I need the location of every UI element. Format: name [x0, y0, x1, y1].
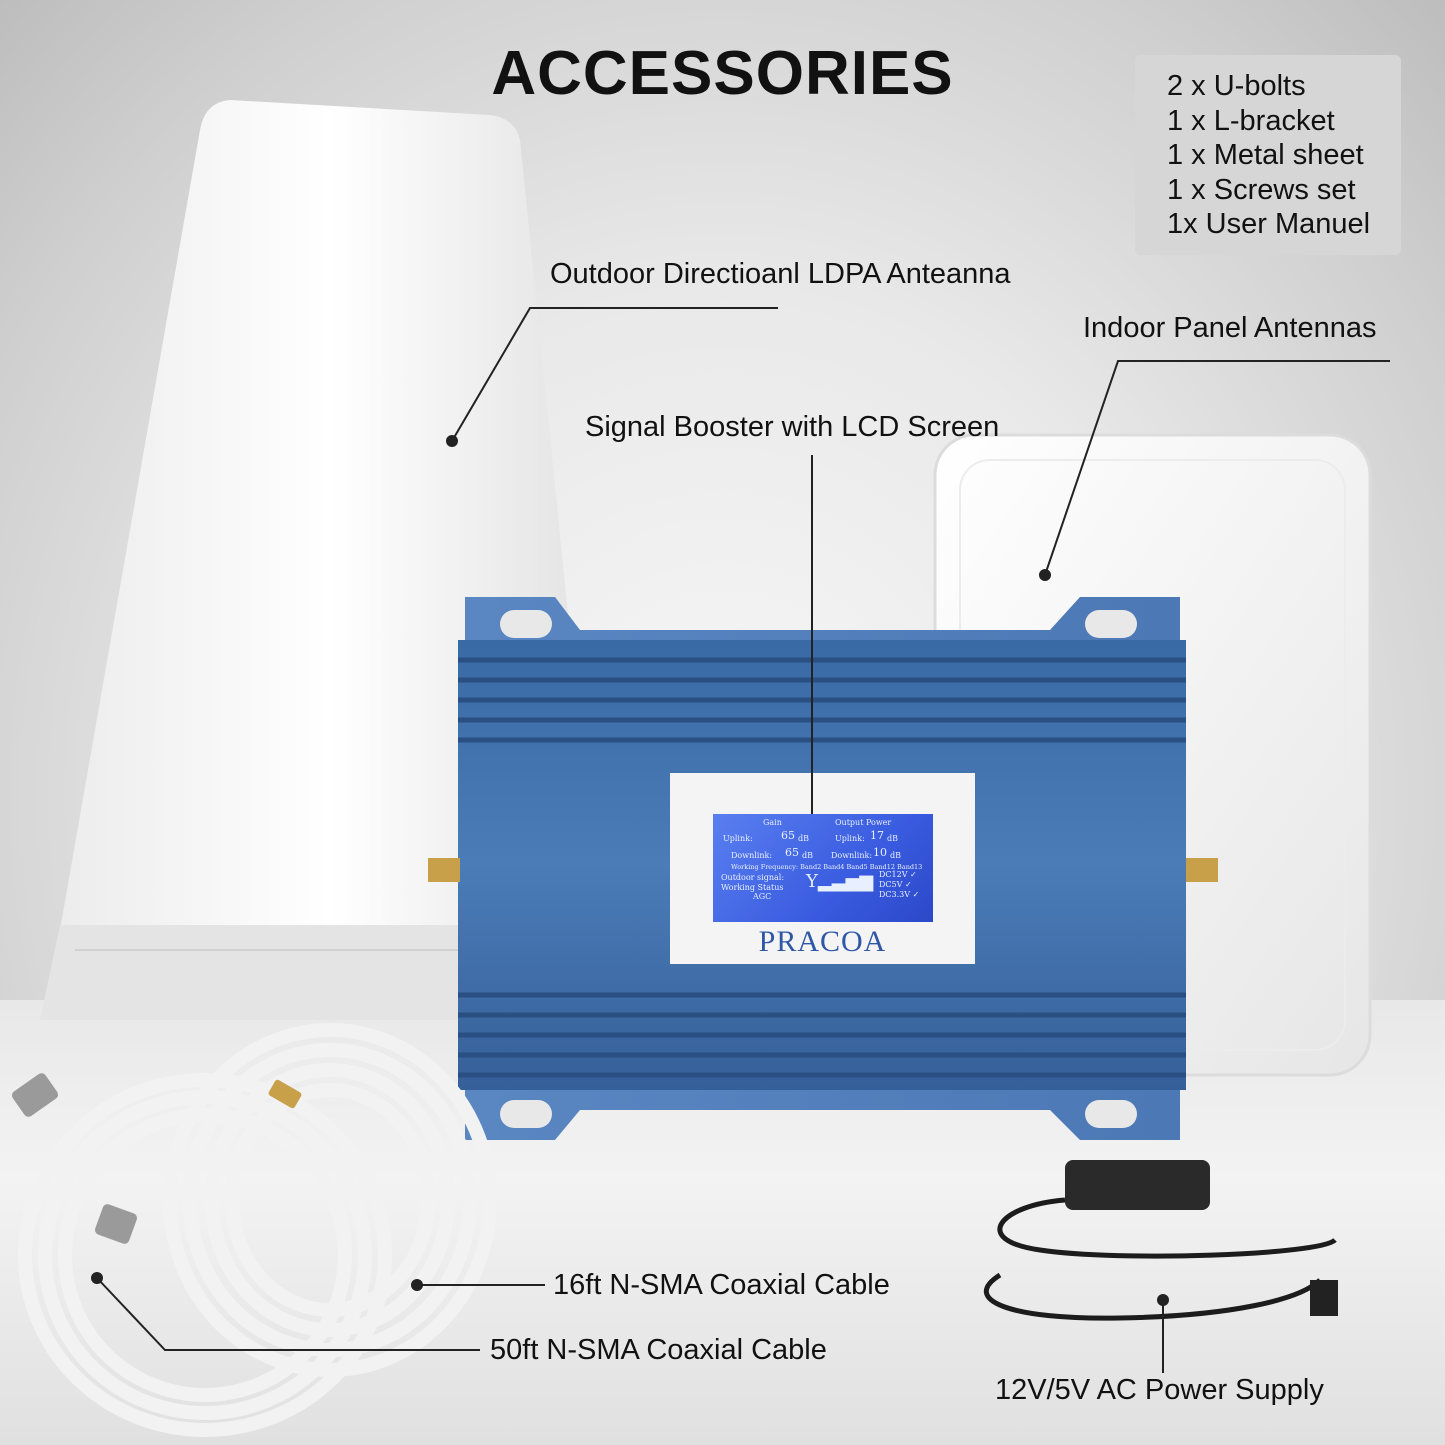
lcd-power-uplink: 17: [870, 829, 884, 842]
brand-logo-text: PRACOA: [758, 925, 887, 958]
power-supply-label: 12V/5V AC Power Supply: [995, 1374, 1324, 1406]
lcd-screen: Gain Output Power Uplink: 65 dB Uplink: …: [713, 814, 933, 922]
lcd-downlink-label-power: Downlink:: [831, 851, 873, 860]
accessory-item: 2 x U-bolts: [1167, 70, 1306, 102]
lcd-power-downlink: 10: [873, 846, 887, 859]
accessory-item: 1 x L-bracket: [1167, 104, 1335, 137]
cable-50ft-label: 50ft N-SMA Coaxial Cable: [490, 1334, 827, 1366]
lcd-gain-uplink: 65: [781, 829, 795, 842]
cable-16ft-label: 16ft N-SMA Coaxial Cable: [553, 1269, 890, 1301]
lcd-dc12: DC12V ✓: [879, 870, 917, 879]
power-supply: [984, 1160, 1338, 1321]
accessory-item: 1x User Manuel: [1167, 208, 1371, 240]
lcd-outdoor-signal: Outdoor signal:: [721, 873, 785, 882]
lcd-downlink-label: Downlink:: [731, 851, 773, 860]
lcd-working-status: Working Status: [721, 883, 784, 892]
lcd-uplink-label: Uplink:: [723, 834, 753, 843]
accessory-item: 1 x Metal sheet: [1167, 139, 1364, 171]
lcd-dc5: DC5V ✓: [879, 880, 912, 889]
coaxial-cables: [18, 1023, 497, 1437]
signal-bars-icon: Y▂▃▅▆: [806, 871, 874, 892]
lcd-gain-downlink: 65: [785, 846, 799, 859]
accessory-item: 1 x Screws set: [1167, 173, 1356, 206]
lcd-output-header: Output Power: [835, 818, 892, 827]
cable-connectors: [11, 1073, 302, 1244]
lcd-db-unit: dB: [802, 851, 813, 860]
outdoor-antenna-label: Outdoor Directioanl LDPA Anteanna: [550, 258, 1011, 290]
indoor-antenna-label: Indoor Panel Antennas: [1083, 312, 1377, 344]
page-title: ACCESSORIES: [491, 39, 954, 108]
leader-lines: [96, 307, 1390, 1373]
lcd-db-unit: dB: [890, 851, 901, 860]
lcd-dc33: DC3.3V ✓: [879, 890, 920, 899]
lcd-uplink-label-power: Uplink:: [835, 834, 865, 843]
lcd-db-unit: dB: [887, 834, 898, 843]
lcd-gain-header: Gain: [763, 818, 782, 827]
lcd-agc: AGC: [753, 892, 772, 901]
lcd-working-frequency: Working Frequency: Band2 Band4 Band5 Ban…: [731, 863, 923, 871]
booster-label: Signal Booster with LCD Screen: [585, 411, 1000, 443]
lcd-db-unit: dB: [798, 834, 809, 843]
accessories-list: 2 x U-bolts 1 x L-bracket 1 x Metal shee…: [1135, 55, 1401, 255]
